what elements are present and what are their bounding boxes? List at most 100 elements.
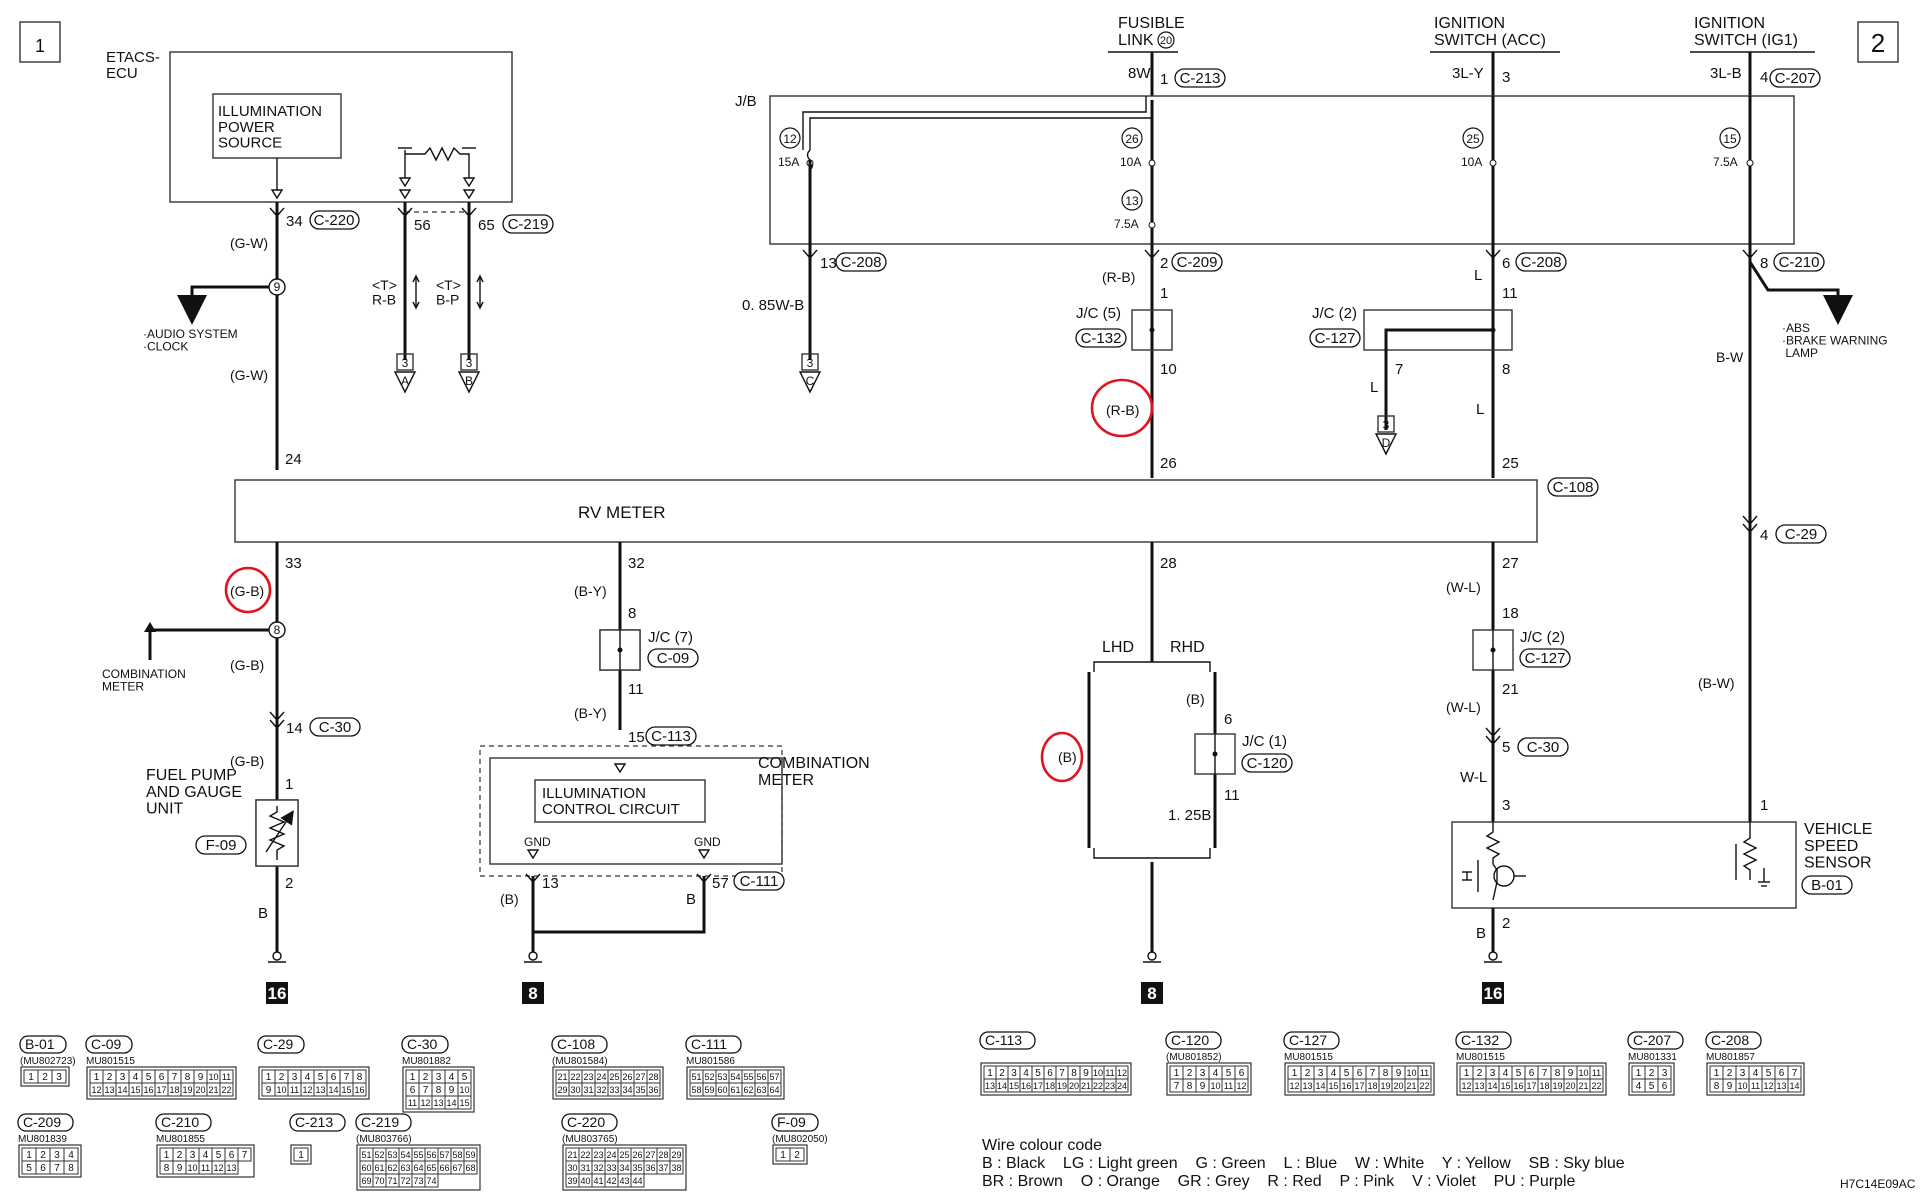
connector-pin: 1 [1714, 1068, 1720, 1079]
connector-id: C-210 [161, 1114, 199, 1130]
pin-11-jc1: 11 [1224, 787, 1240, 804]
connector-pin: 52 [374, 1150, 384, 1160]
pin-1-jc5: 1 [1160, 285, 1168, 302]
connector-pin: 14 [328, 1085, 338, 1095]
connector-pin: 7 [423, 1085, 429, 1096]
ref-c: C [806, 374, 815, 388]
connector-pin: 10 [459, 1085, 469, 1095]
connector-pin: 20 [1069, 1081, 1079, 1091]
highlight-b [1040, 731, 1084, 783]
etacs-ecu-box [169, 51, 513, 203]
wire-color-g-w-1: (G-W) [230, 235, 268, 251]
connector-pin: 24 [596, 1072, 606, 1082]
connector-pin: 8 [1383, 1068, 1389, 1079]
connector-part-number: (MU802723) [20, 1056, 76, 1067]
connector-pin: 7 [1370, 1068, 1376, 1079]
connector-pin: 6 [229, 1150, 235, 1161]
connector-pin: 68 [465, 1163, 475, 1173]
pin-6-c208: 6 [1502, 255, 1510, 272]
connector-pin: 4 [68, 1150, 74, 1161]
connector-pin: 65 [426, 1163, 436, 1173]
connector-pin: 54 [730, 1072, 740, 1082]
connector-pin: 1 [1464, 1068, 1470, 1079]
connector-pin: 16 [354, 1085, 364, 1095]
combination-meter-box [489, 757, 783, 865]
pin-6-jc1: 6 [1224, 711, 1232, 728]
connector-pin: 7 [242, 1150, 248, 1161]
connector-part-number: MU801515 [86, 1056, 135, 1067]
svg-text:25: 25 [1466, 132, 1480, 146]
connector-pin: 1 [780, 1150, 786, 1161]
wire-color-b-rhd: (B) [1186, 691, 1205, 707]
connector-part-number: (MU803765) [562, 1134, 618, 1145]
connector-pin: 5 [1226, 1068, 1232, 1079]
connector-pin: 18 [169, 1085, 179, 1095]
connector-pin: 2 [40, 1150, 46, 1161]
connector-pin: 43 [619, 1176, 629, 1186]
abs-brake-warning-label: ·ABS·BRAKE WARNING LAMP [1782, 321, 1888, 360]
connector-pin: 67 [452, 1163, 462, 1173]
connector-pin: 17 [1526, 1081, 1536, 1091]
connector-pin: 9 [198, 1072, 204, 1083]
connector-pin: 23 [583, 1072, 593, 1082]
conn-c220-tag [309, 210, 360, 230]
pin-32: 32 [628, 555, 645, 572]
conn-c108: C-108 [1553, 479, 1594, 496]
connector-pin: 56 [756, 1072, 766, 1082]
connector-id: C-209 [23, 1114, 61, 1130]
jc5-label: J/C (5) [1076, 305, 1121, 322]
wire-color-l-3: L [1476, 401, 1484, 418]
connector-pin: 74 [426, 1176, 436, 1186]
wire-color-3l-y: 3L-Y [1452, 65, 1484, 82]
connector-pin: 26 [622, 1072, 632, 1082]
wire-color-l-1: L [1474, 267, 1482, 284]
connector-pin: 54 [400, 1150, 410, 1160]
conn-c220: C-220 [314, 212, 355, 229]
connector-pin: 6 [1529, 1068, 1535, 1079]
connector-pin: 6 [331, 1072, 337, 1083]
connector-pin: 11 [1420, 1068, 1429, 1078]
connector-part-number: MU801857 [1706, 1052, 1755, 1063]
connector-pin: 7 [54, 1163, 60, 1174]
wire-color-b-4: B [1476, 925, 1486, 942]
connector-pin: 3 [1662, 1068, 1668, 1079]
connector-pin: 3 [1740, 1068, 1746, 1079]
highlight-r-b [1090, 378, 1154, 438]
connector-pin: 14 [117, 1085, 127, 1095]
connector-pin: 29 [557, 1085, 567, 1095]
connector-pin: 22 [570, 1072, 580, 1082]
page-marker-2 [1857, 21, 1899, 63]
pin-8-jc7: 8 [628, 605, 636, 622]
connector-pin: 3 [1490, 1068, 1496, 1079]
connector-pin: 5 [462, 1072, 468, 1083]
junction-block [769, 95, 1795, 245]
connector-pin: 35 [635, 1085, 645, 1095]
connector-pin: 4 [1636, 1081, 1642, 1092]
wire-t-r-b: <T>R-B [372, 277, 397, 308]
jc7-label: J/C (7) [648, 629, 693, 646]
connector-pin: 35 [632, 1163, 642, 1173]
svg-text:26: 26 [1125, 132, 1139, 146]
svg-text:7.5A: 7.5A [1713, 155, 1738, 169]
connector-part-number: MU801882 [402, 1056, 451, 1067]
connector-pin: 11 [290, 1085, 299, 1095]
connector-pin: 5 [1516, 1068, 1522, 1079]
connector-pin: 25 [609, 1072, 619, 1082]
connector-pin: 25 [619, 1150, 629, 1160]
connector-id: C-113 [985, 1032, 1022, 1048]
connector-pin: 73 [413, 1176, 423, 1186]
conn-c209: C-209 [1177, 254, 1218, 271]
connector-pin: 7 [1059, 1068, 1065, 1079]
connector-pin: 9 [449, 1085, 455, 1096]
